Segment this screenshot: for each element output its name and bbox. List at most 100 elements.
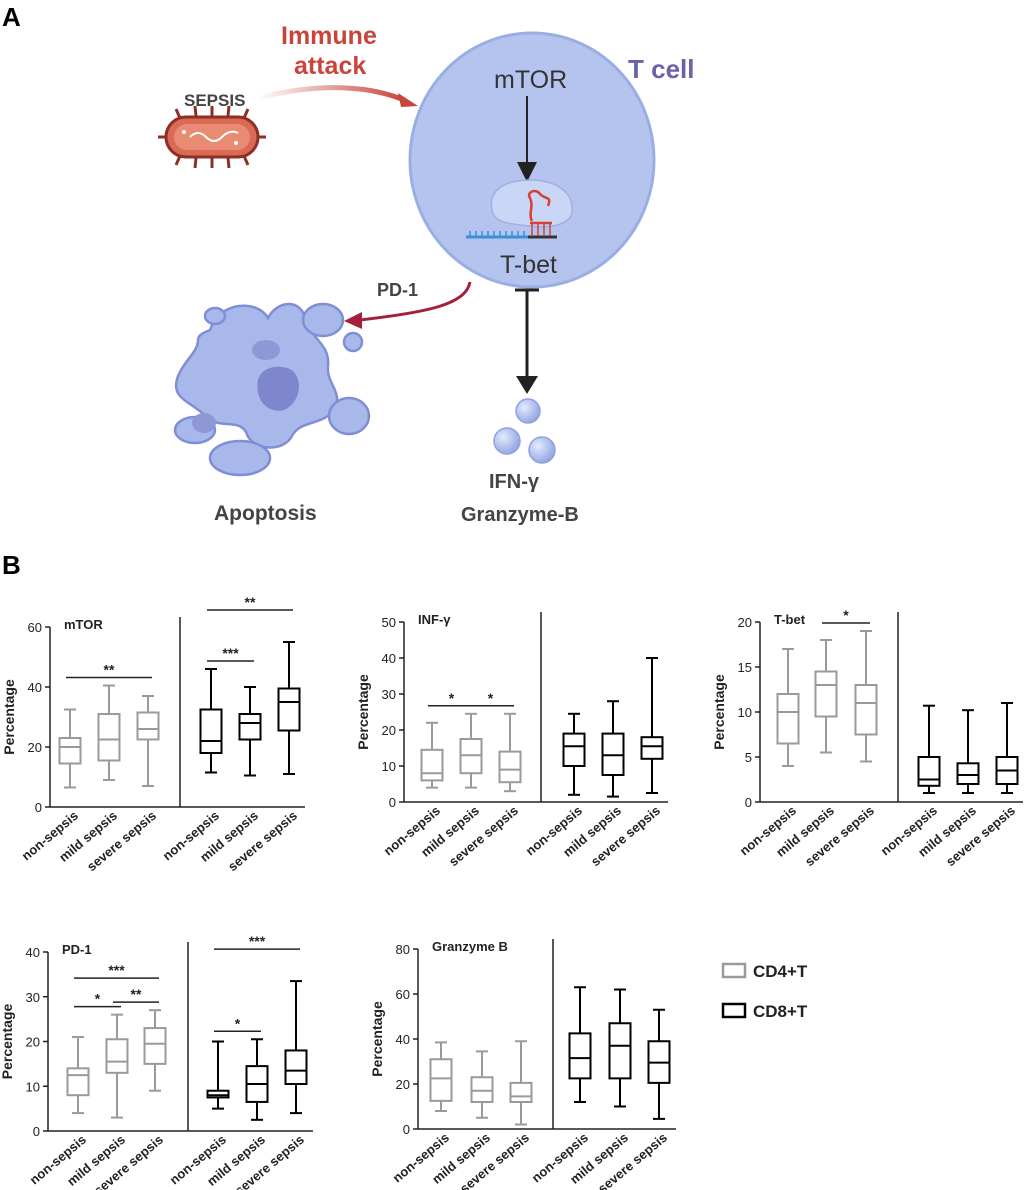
x-tick-label: severe sepsis [225, 808, 300, 874]
granzyme-b-label: Granzyme-B [461, 504, 579, 526]
y-tick-label: 0 [745, 795, 752, 810]
box-iqr [608, 1022, 632, 1080]
y-tick-label: 20 [28, 740, 42, 755]
box-iqr [97, 713, 121, 762]
immune-attack-label-2: attack [294, 52, 366, 80]
chart-title: T-bet [774, 612, 806, 627]
t-cell-label: T cell [628, 54, 694, 84]
box-iqr [470, 1076, 494, 1103]
y-tick-label: 0 [403, 1122, 410, 1137]
panel-a-letter: A [2, 2, 21, 32]
y-tick-label: 10 [382, 759, 396, 774]
tbet-output-arrowhead [516, 376, 538, 394]
x-tick-label: severe sepsis [943, 803, 1018, 869]
box-iqr [105, 1038, 129, 1074]
x-tick-label: severe sepsis [802, 803, 877, 869]
significance-label: * [95, 991, 101, 1007]
x-tick-label: severe sepsis [84, 808, 159, 874]
panel-a: A SEPSIS Immune attack T cell mTOR [2, 2, 694, 526]
immune-attack-arrowhead [398, 93, 418, 107]
y-tick-label: 10 [26, 1079, 40, 1094]
box-iqr [917, 756, 941, 787]
legend-label-cd8: CD8+T [753, 1002, 808, 1021]
t-cell [408, 31, 656, 289]
y-axis-label: Percentage [711, 674, 727, 750]
y-axis-label: Percentage [355, 674, 371, 750]
significance-bracket: * [822, 607, 870, 624]
box-plot-charts: 0 20 40 60 mTOR Percentage non-sepsis mild seps… [0, 594, 1023, 1190]
y-tick-label: 60 [28, 620, 42, 635]
significance-bracket: * [428, 690, 475, 707]
box-cd8-severe-sepsis: severe sepsis [588, 657, 664, 869]
legend-item-cd4: CD4+T [721, 962, 808, 981]
chart-title: Granzyme B [432, 939, 508, 954]
y-tick-label: 60 [396, 987, 410, 1002]
box-iqr [814, 670, 838, 718]
chart-title: PD-1 [62, 942, 92, 957]
y-tick-label: 80 [396, 942, 410, 957]
apoptotic-cell-icon [173, 302, 371, 477]
box-iqr [284, 1049, 308, 1086]
significance-bracket: ** [113, 986, 159, 1003]
y-axis-label: Percentage [1, 679, 17, 755]
box-iqr [238, 713, 262, 741]
box-iqr [143, 1027, 167, 1065]
box-cd8-non-sepsis: non-sepsis [160, 668, 223, 863]
chart-title: mTOR [64, 617, 103, 632]
y-tick-label: 10 [738, 705, 752, 720]
y-axis-label: Percentage [0, 1004, 15, 1080]
significance-bracket: *** [74, 962, 159, 979]
significance-label: *** [108, 962, 125, 978]
y-tick-label: 40 [26, 945, 40, 960]
legend-label-cd4: CD4+T [753, 962, 808, 981]
box-iqr [199, 708, 223, 754]
box-cd8-severe-sepsis: severe sepsis [943, 702, 1019, 869]
pd1-label: PD-1 [377, 280, 418, 300]
significance-bracket: * [74, 991, 121, 1008]
y-tick-label: 20 [382, 723, 396, 738]
significance-label: ** [104, 662, 115, 678]
box-iqr [277, 687, 301, 732]
x-tick-label: severe sepsis [588, 803, 663, 869]
box-iqr [136, 711, 160, 741]
box-iqr [58, 737, 82, 765]
box-cd4-severe-sepsis: severe sepsis [446, 712, 522, 869]
pd1-arrow [359, 281, 472, 322]
y-tick-label: 0 [389, 795, 396, 810]
box-cd4-severe-sepsis: severe sepsis [84, 695, 160, 874]
y-tick-label: 40 [28, 680, 42, 695]
significance-label: *** [249, 933, 266, 949]
significance-label: * [235, 1015, 241, 1031]
box-iqr [509, 1081, 533, 1103]
box-cd8-severe-sepsis: severe sepsis [595, 1008, 671, 1190]
apoptosis-label: Apoptosis [214, 502, 317, 525]
tbet-label: T-bet [500, 251, 557, 279]
box-iqr [562, 732, 586, 767]
legend-swatch-cd4 [721, 962, 747, 979]
y-tick-label: 40 [382, 651, 396, 666]
y-tick-label: 0 [33, 1124, 40, 1139]
significance-bracket: * [467, 690, 514, 707]
legend-item-cd8: CD8+T [721, 1002, 808, 1021]
y-tick-label: 20 [26, 1035, 40, 1050]
box-iqr [429, 1058, 453, 1102]
box-cd4-severe-sepsis: severe sepsis [457, 1040, 533, 1190]
significance-label: * [843, 607, 849, 623]
y-tick-label: 5 [745, 750, 752, 765]
bacterium-icon [158, 105, 266, 169]
significance-label: *** [222, 645, 239, 661]
y-tick-label: 30 [26, 990, 40, 1005]
y-tick-label: 15 [738, 660, 752, 675]
y-tick-label: 20 [396, 1077, 410, 1092]
panel-b-letter: B [2, 550, 21, 580]
box-iqr [498, 750, 522, 784]
mtor-label: mTOR [494, 66, 567, 94]
box-iqr [776, 693, 800, 745]
box-iqr [206, 1089, 230, 1099]
box-cd8-mild-sepsis: mild sepsis [567, 988, 632, 1187]
pd1-arrowhead [344, 312, 362, 329]
